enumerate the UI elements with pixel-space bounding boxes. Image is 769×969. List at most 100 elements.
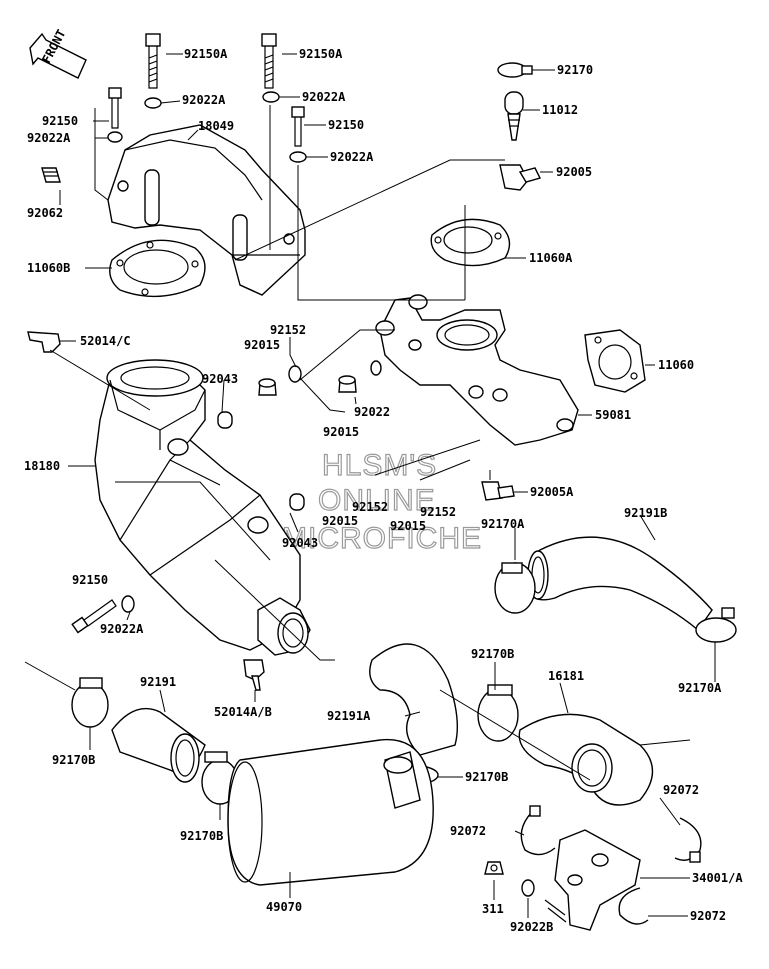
- label-92015-c[interactable]: 92015: [390, 519, 426, 533]
- label-92170B-3[interactable]: 92170B: [471, 647, 514, 661]
- collar-92043-bottom[interactable]: [289, 493, 305, 511]
- label-34001A[interactable]: 34001/A: [692, 871, 743, 885]
- label-92170A-2[interactable]: 92170A: [678, 681, 722, 695]
- label-92152-top[interactable]: 92152: [270, 323, 306, 337]
- gasket-11060B[interactable]: [109, 239, 206, 298]
- label-92022A-1[interactable]: 92022A: [182, 93, 226, 107]
- label-92072-3[interactable]: 92072: [690, 909, 726, 923]
- fitting-52014C[interactable]: [27, 331, 61, 353]
- label-92015-top[interactable]: 92015: [244, 338, 280, 352]
- label-18180[interactable]: 18180: [24, 459, 60, 473]
- fitting-52014AB[interactable]: [243, 659, 265, 691]
- cap-nut-92015-top[interactable]: [258, 378, 277, 396]
- clamp-92170B-3[interactable]: [477, 684, 519, 742]
- gasket-11060A[interactable]: [430, 218, 511, 267]
- label-59081[interactable]: 59081: [595, 408, 631, 422]
- part-labels: 92150A 92150A 92170 92022A 92022A 92150 …: [24, 47, 743, 934]
- label-92170B-2[interactable]: 92170B: [180, 829, 223, 843]
- label-18049[interactable]: 18049: [198, 119, 234, 133]
- hose-92191A[interactable]: [369, 643, 459, 756]
- label-92022A-left[interactable]: 92022A: [27, 131, 71, 145]
- gasket-11060[interactable]: [584, 329, 646, 393]
- washer-92022A-1[interactable]: [144, 97, 162, 109]
- hose-92191B[interactable]: [526, 536, 713, 632]
- exhaust-manifold-18049[interactable]: [107, 124, 306, 296]
- label-92152-b[interactable]: 92152: [420, 505, 456, 519]
- water-box-18180[interactable]: [94, 359, 311, 656]
- label-52014C[interactable]: 52014/C: [80, 334, 131, 348]
- cap-nut-92015-mid[interactable]: [338, 375, 357, 393]
- label-52014AB[interactable]: 52014A/B: [214, 705, 272, 719]
- label-92022[interactable]: 92022: [354, 405, 390, 419]
- fitting-92005A[interactable]: [481, 481, 515, 501]
- label-311[interactable]: 311: [482, 902, 504, 916]
- label-92062[interactable]: 92062: [27, 206, 63, 220]
- bolt-92150A-left[interactable]: [145, 33, 161, 89]
- label-92005A[interactable]: 92005A: [530, 485, 574, 499]
- label-92150A-2[interactable]: 92150A: [299, 47, 343, 61]
- label-92072-1[interactable]: 92072: [450, 824, 486, 838]
- exhaust-pipe-59081[interactable]: [375, 294, 579, 446]
- label-11060B[interactable]: 11060B: [27, 261, 70, 275]
- clamp-92170A-2[interactable]: [695, 607, 737, 643]
- label-92043-top[interactable]: 92043: [202, 372, 238, 386]
- label-92150-left[interactable]: 92150: [42, 114, 78, 128]
- label-11060[interactable]: 11060: [658, 358, 694, 372]
- clamp-92170A-1[interactable]: [494, 562, 536, 614]
- label-92170B-1[interactable]: 92170B: [52, 753, 95, 767]
- label-16181[interactable]: 16181: [548, 669, 584, 683]
- silencer-49070[interactable]: [227, 738, 434, 886]
- washer-92022[interactable]: [370, 360, 382, 376]
- label-92015-mid[interactable]: 92015: [323, 425, 359, 439]
- label-92170-top[interactable]: 92170: [557, 63, 593, 77]
- clamp-92170-top[interactable]: [497, 62, 533, 78]
- label-11060A[interactable]: 11060A: [529, 251, 573, 265]
- bolt-92150-left[interactable]: [108, 87, 122, 129]
- label-92191[interactable]: 92191: [140, 675, 176, 689]
- label-92043-bottom[interactable]: 92043: [282, 536, 318, 550]
- collar-92043-top[interactable]: [217, 411, 233, 429]
- leader-lines: [24, 53, 716, 918]
- washer-92022A-low[interactable]: [121, 595, 135, 613]
- clip-92072-3[interactable]: [618, 887, 649, 925]
- nut-311[interactable]: [484, 861, 504, 875]
- label-92022A-low[interactable]: 92022A: [100, 622, 144, 636]
- label-92022A-2[interactable]: 92022A: [302, 90, 346, 104]
- label-92072-2[interactable]: 92072: [663, 783, 699, 797]
- watermark-line-3: MICROFICHE: [282, 522, 482, 555]
- label-49070[interactable]: 49070: [266, 900, 302, 914]
- bolt-92150A-right[interactable]: [261, 33, 277, 89]
- label-92150-low[interactable]: 92150: [72, 573, 108, 587]
- watermark: HLSM'S ONLINE MICROFICHE: [281, 448, 482, 555]
- label-11012[interactable]: 11012: [542, 103, 578, 117]
- label-92022A-mid[interactable]: 92022A: [330, 150, 374, 164]
- sensor-11012[interactable]: [504, 91, 524, 141]
- hose-16181[interactable]: [518, 713, 654, 806]
- collar-92152-top[interactable]: [288, 365, 302, 383]
- label-92152-a[interactable]: 92152: [352, 500, 388, 514]
- front-direction-arrow-icon: FRONT: [29, 27, 87, 79]
- washer-92022A-mid[interactable]: [289, 151, 307, 163]
- clamp-92170B-1[interactable]: [71, 677, 109, 728]
- label-92191B[interactable]: 92191B: [624, 506, 667, 520]
- bracket-34001A[interactable]: [544, 829, 641, 931]
- washer-92022A-left[interactable]: [107, 131, 123, 143]
- washer-92022A-2[interactable]: [262, 91, 280, 103]
- label-92005[interactable]: 92005: [556, 165, 592, 179]
- label-92150A-1[interactable]: 92150A: [184, 47, 228, 61]
- fitting-92005[interactable]: [499, 164, 542, 191]
- hose-92191[interactable]: [111, 707, 206, 783]
- label-92022B[interactable]: 92022B: [510, 920, 553, 934]
- washer-92022B[interactable]: [521, 879, 535, 897]
- bolt-92150-mid[interactable]: [291, 106, 305, 147]
- clip-92072-1[interactable]: [520, 805, 556, 856]
- label-92191A[interactable]: 92191A: [327, 709, 371, 723]
- label-92015-b[interactable]: 92015: [322, 514, 358, 528]
- plug-92062[interactable]: [41, 167, 61, 183]
- bolt-92150-low[interactable]: [71, 599, 117, 634]
- clip-92072-2[interactable]: [674, 817, 702, 863]
- label-92150-mid[interactable]: 92150: [328, 118, 364, 132]
- label-92170B-4[interactable]: 92170B: [465, 770, 508, 784]
- label-92170A-1[interactable]: 92170A: [481, 517, 525, 531]
